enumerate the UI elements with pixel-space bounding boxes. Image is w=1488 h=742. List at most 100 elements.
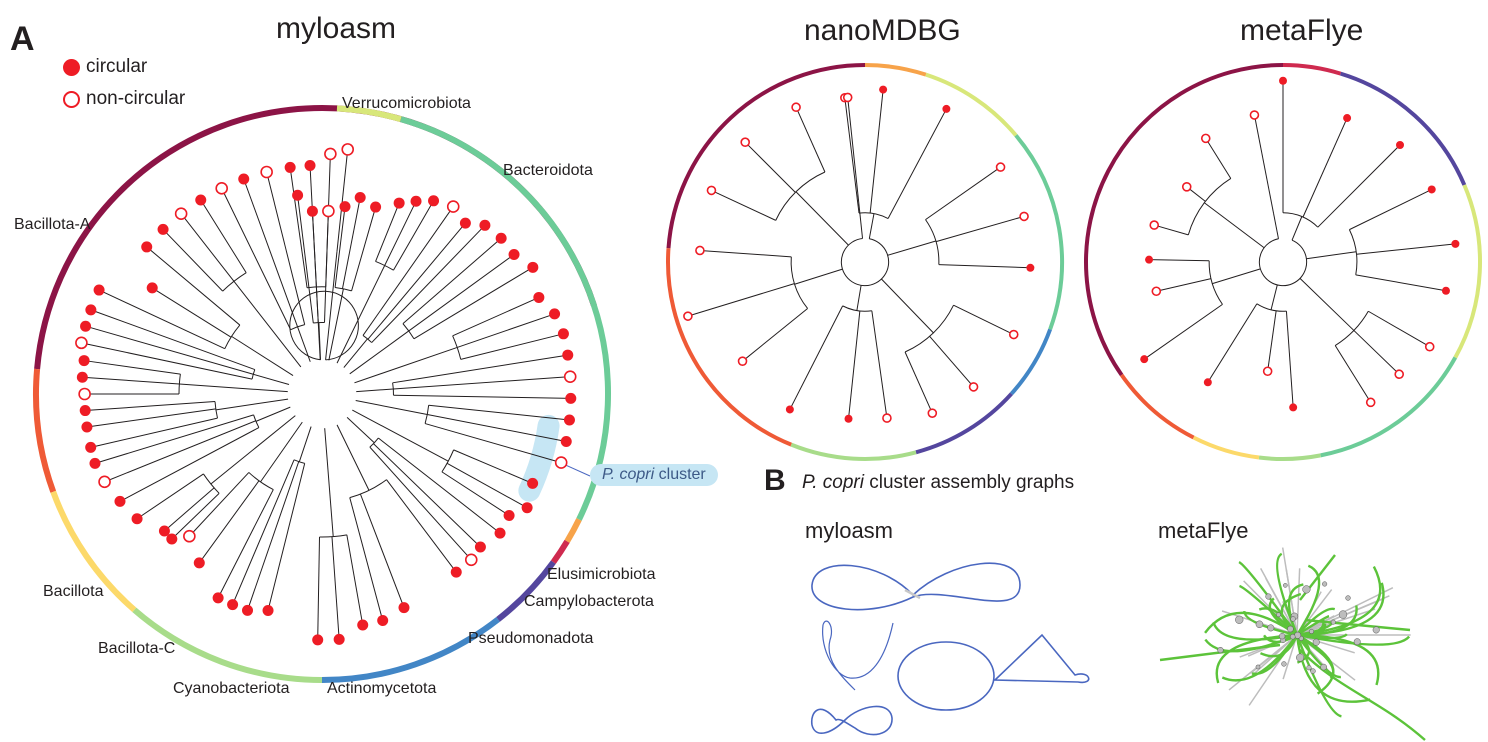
graph-edge-green (1296, 565, 1382, 637)
figure-eight-contig-small (811, 705, 893, 736)
clade-stem (343, 338, 368, 368)
circular-genome-marker (393, 197, 405, 209)
graph-node (1338, 610, 1348, 619)
clade-stem (868, 213, 875, 239)
leaf-branch (82, 376, 180, 385)
tree-myloasm (33, 105, 611, 683)
leaf-branch (90, 417, 218, 448)
circular-genome-marker (1427, 185, 1436, 194)
leaf-branch (904, 351, 933, 414)
leaf-branch (334, 206, 346, 288)
graph-node (1283, 583, 1288, 588)
leaf-branch (424, 423, 562, 464)
circular-genome-marker (85, 304, 97, 316)
graph-edge-green (1296, 633, 1335, 695)
graph-node (1217, 646, 1224, 654)
circular-genome-marker (844, 414, 853, 423)
circular-genome-marker (377, 615, 389, 627)
graph-node (1290, 616, 1296, 622)
phylum-ring-bacillota (666, 248, 792, 447)
clade-stem (346, 417, 375, 444)
circular-genome-marker (89, 457, 101, 469)
graph-edge-green (1215, 633, 1298, 684)
non-circular-genome-marker (98, 475, 111, 489)
leaf-branch (331, 536, 340, 640)
leaf-branch (1267, 310, 1277, 372)
circular-genome-marker (227, 599, 239, 611)
leaf-branch (1334, 345, 1372, 403)
non-circular-genome-marker (842, 92, 853, 103)
non-circular-genome-marker (1394, 369, 1405, 380)
graph-node (1322, 581, 1328, 587)
non-circular-genome-marker (791, 102, 801, 113)
legend-circular: circular (63, 56, 147, 78)
circular-genome-marker (339, 201, 351, 213)
leaf-branch (871, 310, 888, 419)
graph-edge-green (1295, 564, 1321, 636)
graph-title-myloasm: myloasm (805, 518, 894, 543)
phylum-ring-verrucomicrobiota (1453, 184, 1482, 359)
leaf-branch (460, 333, 564, 360)
leaf-branch (309, 165, 317, 287)
graph-node (1278, 633, 1286, 640)
non-circular-genome-marker (706, 185, 717, 196)
phylum-ring-actinomycetota (321, 617, 500, 683)
leaf-branch (289, 167, 308, 288)
circular-genome-marker (527, 477, 539, 489)
clade-stem (233, 281, 302, 368)
phylum-ring-bacteroidota (1320, 356, 1458, 458)
phylum-ring-pseudomonadota (1340, 71, 1467, 186)
leaf-branch (200, 199, 247, 273)
looped-contig (822, 620, 894, 691)
phylum-ring-elusimicrobiota (864, 63, 927, 77)
phylum-ring-bacteroidota (1014, 134, 1064, 331)
clade-stem (336, 424, 370, 491)
circular-genome-marker (146, 282, 158, 294)
leaf-branch (935, 215, 1025, 243)
tree-branches (81, 149, 571, 640)
root-arc (1258, 238, 1308, 287)
root-arc (840, 237, 890, 287)
figure-eight-contig (811, 562, 1021, 611)
leaf-branch (1253, 114, 1275, 214)
p-copri-cluster-callout: P. copri cluster (590, 464, 718, 486)
circular-genome-marker (1140, 355, 1149, 364)
non-circular-genome-marker (1200, 133, 1211, 144)
panel-b-title-species: P. copri (802, 472, 864, 493)
leaf-branch (789, 305, 844, 410)
non-circular-marker-icon (63, 90, 80, 108)
leaf-branch (375, 202, 400, 262)
leaf-branch (869, 89, 884, 214)
non-circular-genome-marker (1262, 366, 1273, 377)
graph-edge-green (1299, 649, 1426, 741)
leaf-branch (1154, 224, 1189, 236)
non-circular-genome-marker (322, 204, 335, 218)
graph-node (1276, 612, 1281, 618)
phylum-label-bacillota-c: Bacillota-C (98, 640, 176, 657)
callout-species: P. copri (602, 466, 655, 483)
phylum-ring-bacillota-a (1084, 63, 1284, 377)
graph-node (1281, 661, 1287, 667)
circular-genome-marker (238, 173, 250, 185)
leaf-branch (104, 420, 256, 483)
leaf-branch (393, 394, 571, 399)
circular-contig (897, 641, 995, 711)
leaf-branch (938, 264, 1031, 269)
graph-node (1372, 626, 1380, 634)
graph-node (1296, 653, 1305, 662)
leaf-branch (386, 479, 457, 573)
leaf-branch (217, 489, 274, 599)
leaf-branch (457, 313, 555, 348)
clade-stem (1299, 278, 1355, 331)
circular-genome-marker (306, 205, 318, 217)
leaf-branch (94, 414, 254, 464)
clade-stem (859, 212, 864, 239)
non-circular-genome-marker (464, 553, 478, 567)
leaf-branch (1207, 303, 1258, 383)
non-circular-genome-marker (75, 336, 88, 350)
circular-genome-marker (562, 349, 574, 361)
circular-genome-marker (1441, 286, 1450, 295)
leaf-branch (378, 437, 501, 534)
leaf-branch (84, 360, 181, 375)
